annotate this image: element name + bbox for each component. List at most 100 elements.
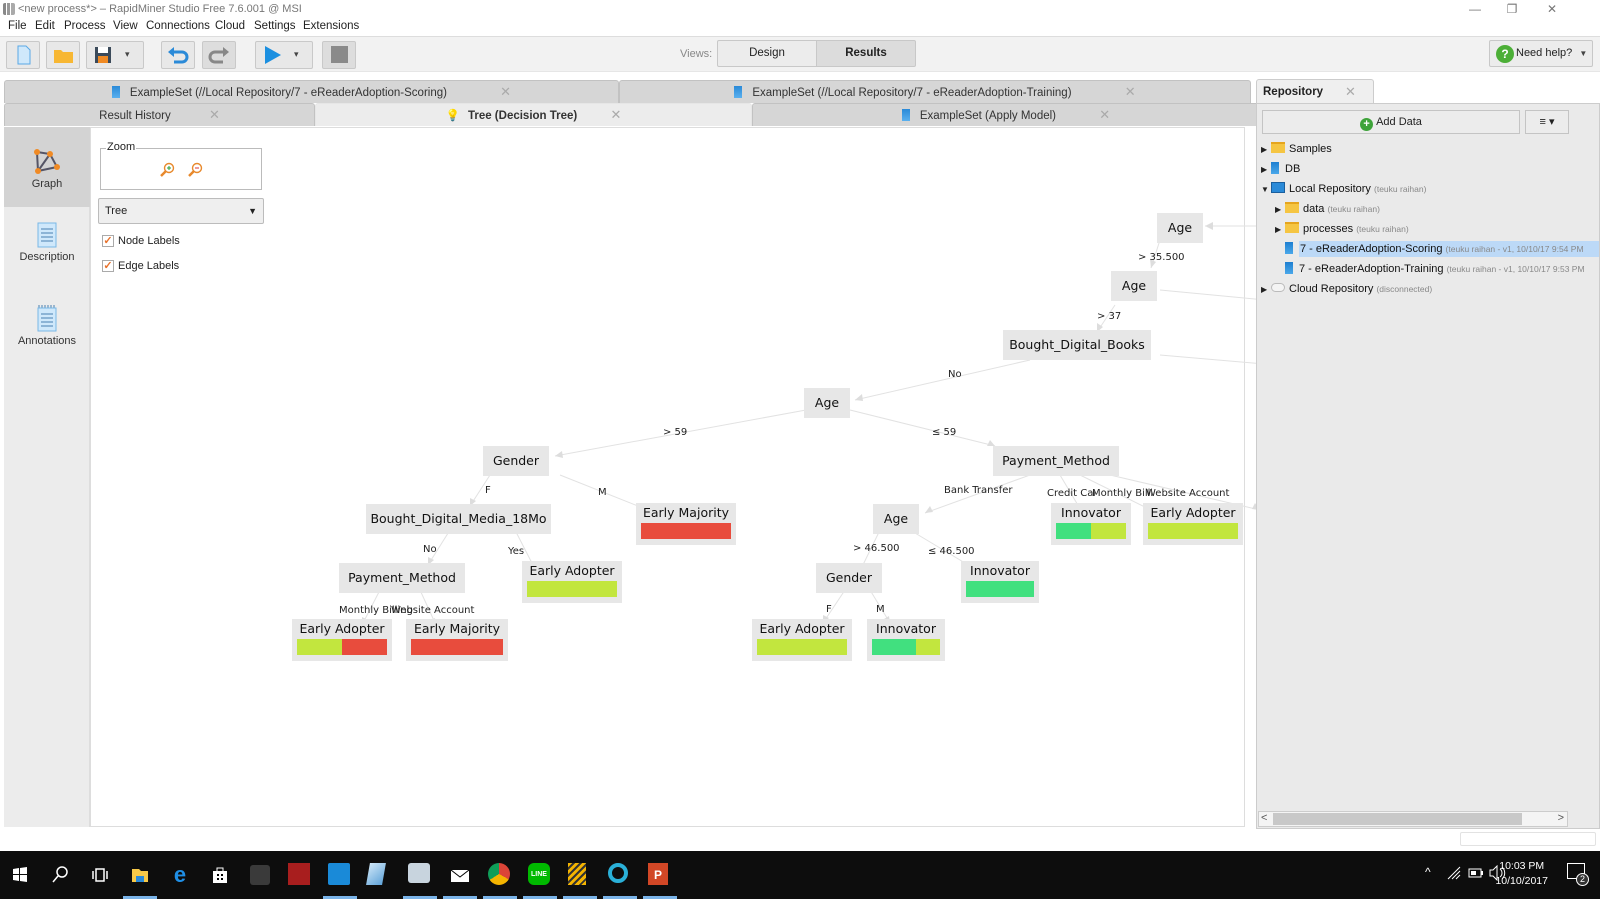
repo-item-db[interactable]: ▶DB: [1261, 160, 1300, 179]
app-red-icon[interactable]: [288, 863, 310, 885]
close-tab-icon[interactable]: ✕: [1099, 107, 1111, 122]
close-button[interactable]: ✕: [1546, 2, 1558, 16]
task-view-icon[interactable]: [88, 863, 112, 887]
app-p-icon[interactable]: [608, 863, 628, 883]
tree-leaf[interactable]: Innovator: [867, 619, 945, 661]
tab-tree-decision-tree[interactable]: 💡Tree (Decision Tree) ✕: [315, 103, 752, 126]
edge-labels-checkbox[interactable]: ✓: [102, 260, 114, 272]
expand-icon[interactable]: ▶: [1261, 165, 1268, 174]
tree-node[interactable]: Gender: [816, 563, 882, 593]
expand-icon[interactable]: ▶: [1275, 225, 1282, 234]
repository-menu-button[interactable]: ≡ ▾: [1525, 110, 1569, 134]
design-view-button[interactable]: Design: [717, 40, 817, 67]
maximize-button[interactable]: ❐: [1506, 2, 1518, 16]
app-monitor-icon[interactable]: [408, 863, 430, 883]
battery-icon[interactable]: [1468, 868, 1484, 878]
need-help-button[interactable]: ? Need help? ▼: [1489, 40, 1593, 67]
close-tab-icon[interactable]: ✕: [500, 84, 512, 99]
repo-item-data[interactable]: ▶data (teuku raihan): [1275, 200, 1380, 219]
app-chat-icon[interactable]: [328, 863, 350, 885]
expand-icon[interactable]: ▶: [1275, 205, 1282, 214]
system-clock[interactable]: 10:03 PM 10/10/2017: [1495, 860, 1548, 887]
zoom-in-icon[interactable]: [159, 162, 175, 178]
wifi-icon[interactable]: [1446, 866, 1462, 880]
tree-leaf[interactable]: Early Adopter: [292, 619, 392, 661]
tree-leaf[interactable]: Early Majority: [636, 503, 736, 545]
repo-item-samples[interactable]: ▶Samples: [1261, 140, 1332, 159]
save-button[interactable]: ▾: [86, 41, 144, 69]
repository-tab[interactable]: Repository ✕: [1256, 79, 1374, 104]
tree-node[interactable]: Gender: [483, 446, 549, 476]
run-button[interactable]: ▾: [255, 41, 313, 69]
repository-horizontal-scrollbar[interactable]: < >: [1258, 811, 1568, 827]
app-gray-icon[interactable]: [250, 865, 270, 885]
scroll-right-icon[interactable]: >: [1557, 812, 1564, 824]
tree-leaf[interactable]: Early Adopter: [1143, 503, 1243, 545]
tab-exampleset-apply-model[interactable]: ExampleSet (Apply Model) ✕: [752, 103, 1260, 126]
repo-item-processes[interactable]: ▶processes (teuku raihan): [1275, 220, 1409, 239]
tree-node[interactable]: Bought_Digital_Books: [1003, 330, 1151, 360]
show-hidden-icons-chevron[interactable]: ^: [1425, 865, 1431, 879]
run-dropdown-icon[interactable]: ▾: [294, 49, 299, 59]
chrome-icon[interactable]: [488, 863, 510, 885]
scroll-left-icon[interactable]: <: [1261, 812, 1268, 824]
menu-edit[interactable]: Edit: [35, 20, 55, 32]
node-labels-checkbox[interactable]: ✓: [102, 235, 114, 247]
repo-item-local-repository[interactable]: ▼Local Repository (teuku raihan): [1261, 180, 1426, 199]
powerpoint-icon[interactable]: P: [648, 863, 668, 885]
store-icon[interactable]: [208, 863, 232, 887]
tree-node[interactable]: Payment_Method: [339, 563, 465, 593]
scrollbar-thumb[interactable]: [1273, 813, 1522, 825]
tab-exampleset-training[interactable]: ExampleSet (//Local Repository/7 - eRead…: [619, 80, 1251, 103]
tree-node[interactable]: Payment_Method: [993, 446, 1119, 476]
expand-icon[interactable]: ▶: [1261, 145, 1268, 154]
repo-item-scoring[interactable]: 7 - eReaderAdoption-Scoring (teuku raiha…: [1285, 240, 1599, 259]
tree-node[interactable]: Age: [1157, 213, 1203, 243]
menu-extensions[interactable]: Extensions: [303, 20, 360, 32]
open-button[interactable]: [46, 41, 80, 69]
add-data-button[interactable]: +Add Data: [1262, 110, 1520, 134]
edge-browser-icon[interactable]: e: [173, 862, 187, 887]
file-explorer-icon[interactable]: [128, 863, 152, 887]
menu-connections[interactable]: Connections: [146, 20, 210, 32]
close-panel-icon[interactable]: ✕: [1345, 84, 1356, 99]
minimize-button[interactable]: —: [1469, 2, 1481, 16]
zoom-out-icon[interactable]: [187, 162, 203, 178]
close-tab-icon[interactable]: ✕: [610, 107, 622, 122]
menu-process[interactable]: Process: [64, 20, 106, 32]
stop-button[interactable]: [322, 41, 356, 69]
save-dropdown-icon[interactable]: ▾: [125, 49, 130, 59]
tab-exampleset-scoring[interactable]: ExampleSet (//Local Repository/7 - eRead…: [4, 80, 619, 103]
tree-graph-panel[interactable]: [90, 127, 1245, 827]
close-tab-icon[interactable]: ✕: [1124, 84, 1136, 99]
line-app-icon[interactable]: LINE: [528, 863, 550, 885]
menu-cloud[interactable]: Cloud: [215, 20, 246, 32]
rail-item-graph[interactable]: Graph: [4, 127, 90, 207]
menu-file[interactable]: File: [8, 20, 27, 32]
search-icon[interactable]: [48, 863, 72, 887]
rail-item-annotations[interactable]: Annotations: [4, 304, 90, 384]
collapse-icon[interactable]: ▼: [1261, 185, 1269, 194]
tree-leaf[interactable]: Early Adopter: [752, 619, 852, 661]
tree-node[interactable]: Bought_Digital_Media_18Mo: [366, 504, 551, 534]
tab-result-history[interactable]: Result History ✕: [4, 103, 315, 126]
mail-icon[interactable]: [448, 863, 472, 887]
repo-item-training[interactable]: 7 - eReaderAdoption-Training (teuku raih…: [1285, 260, 1599, 279]
volume-icon[interactable]: [1488, 865, 1506, 881]
redo-button[interactable]: [202, 41, 236, 69]
tree-leaf[interactable]: Early Adopter: [522, 561, 622, 603]
tree-leaf[interactable]: Innovator: [1051, 503, 1131, 545]
rapidminer-icon[interactable]: [568, 863, 586, 885]
windows-start-icon[interactable]: [8, 863, 32, 887]
tree-leaf[interactable]: Innovator: [961, 561, 1039, 603]
menu-settings[interactable]: Settings: [254, 20, 296, 32]
new-process-button[interactable]: [6, 41, 40, 69]
tree-leaf[interactable]: Early Majority: [406, 619, 508, 661]
expand-icon[interactable]: ▶: [1261, 285, 1268, 294]
repo-item-cloud-repository[interactable]: ▶Cloud Repository (disconnected): [1261, 280, 1432, 299]
results-view-button[interactable]: Results: [816, 40, 916, 67]
layout-select[interactable]: Tree ▼: [98, 198, 264, 224]
undo-button[interactable]: [161, 41, 195, 69]
tree-node[interactable]: Age: [804, 388, 850, 418]
tree-node[interactable]: Age: [1111, 271, 1157, 301]
